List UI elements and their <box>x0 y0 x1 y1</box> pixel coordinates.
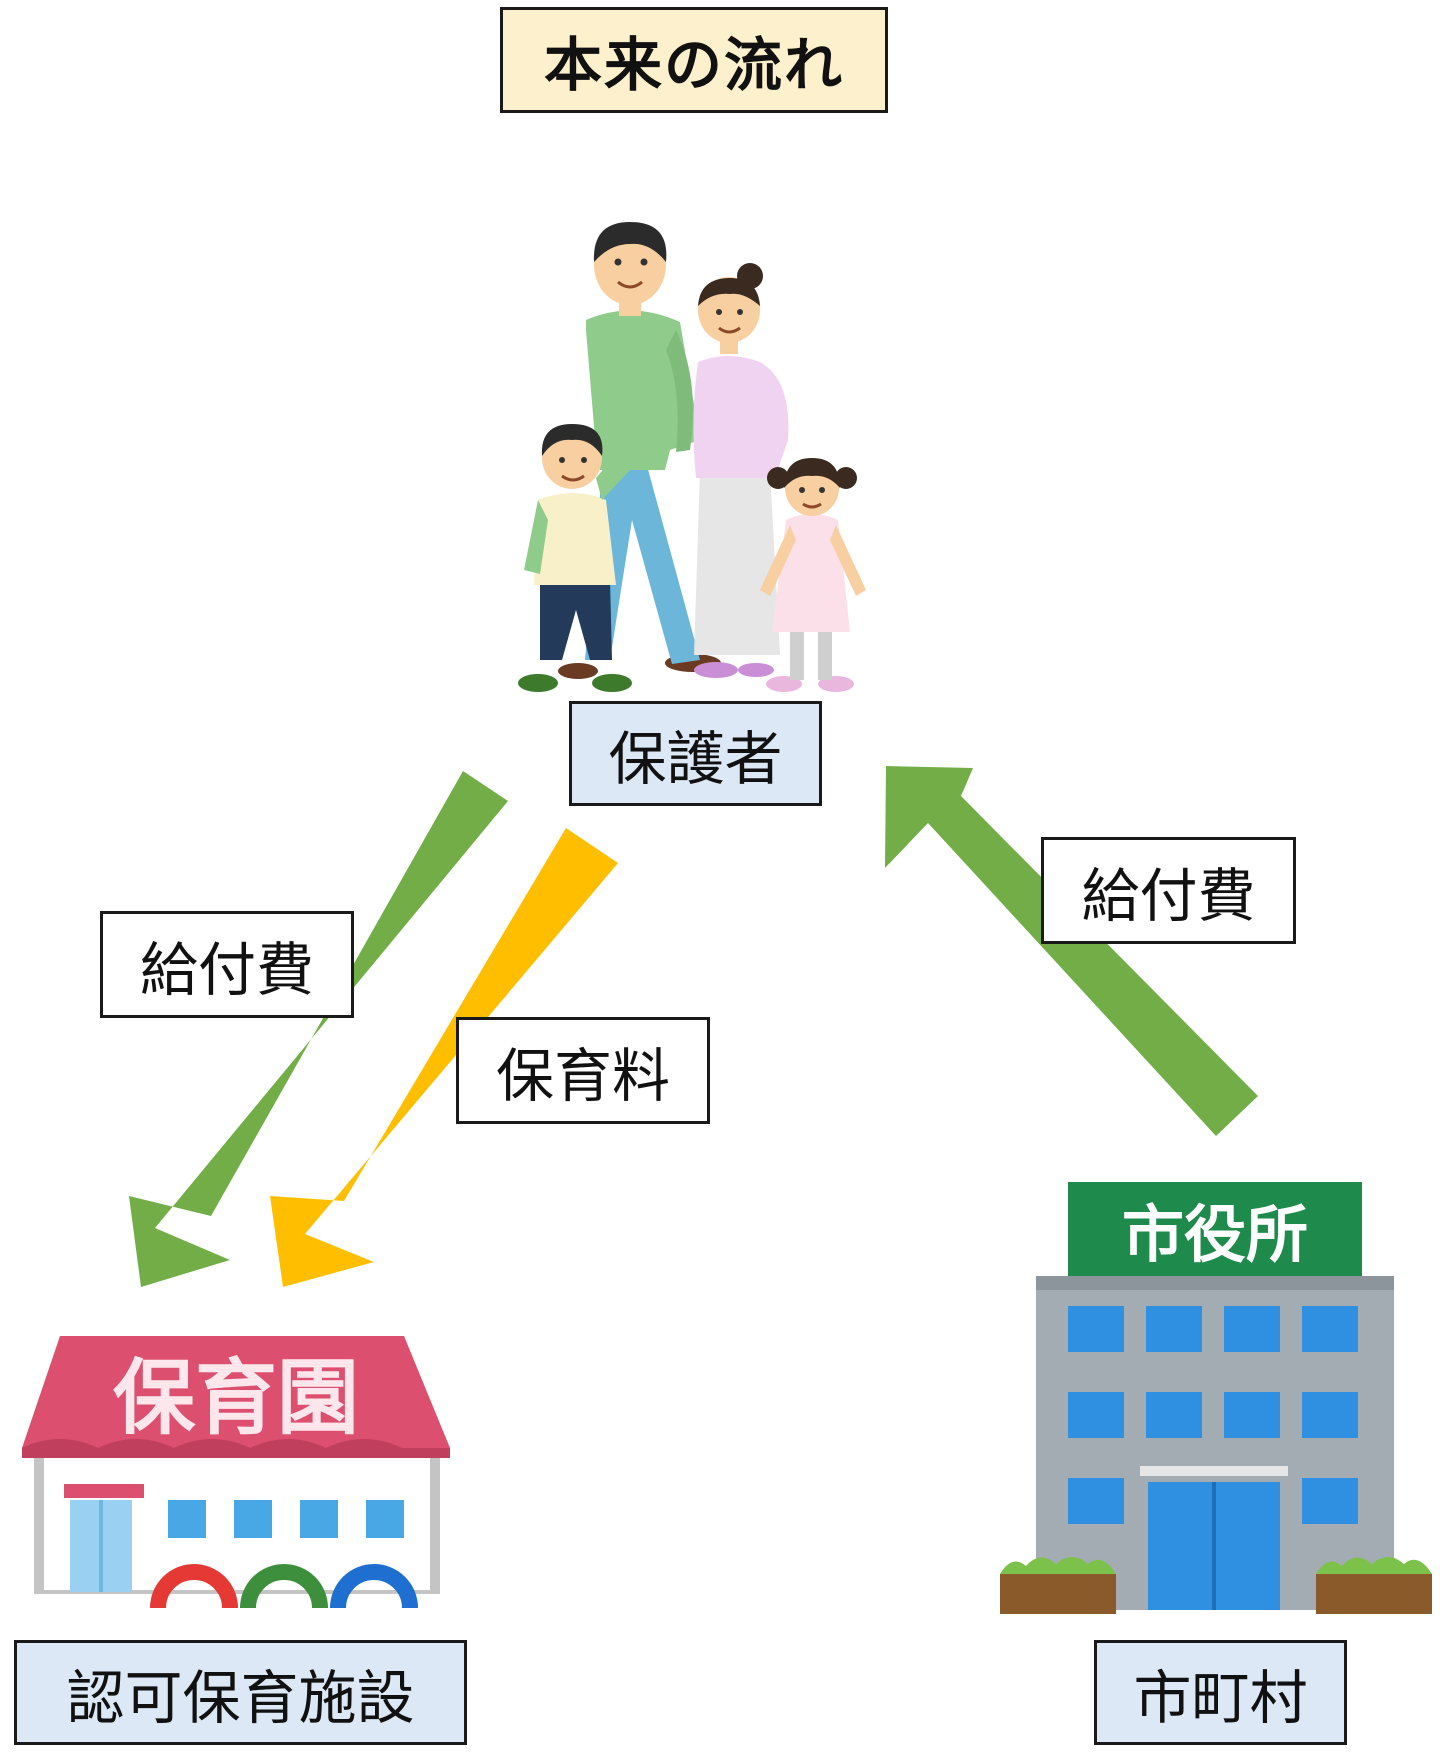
edge-label-benefit-right: 給付費 <box>1041 837 1296 944</box>
benefit-arrow-guardian-to-facility <box>129 771 508 1287</box>
girl-figure <box>760 458 866 692</box>
city-hall-sign-text: 市役所 <box>1122 1198 1308 1271</box>
family-illustration <box>518 222 866 692</box>
boy-figure <box>518 424 632 692</box>
node-guardian-label: 保護者 <box>569 701 822 806</box>
benefit-arrow-municipality-to-guardian <box>885 766 1258 1136</box>
node-facility-label: 認可保育施設 <box>14 1640 467 1745</box>
father-figure <box>558 222 721 679</box>
fee-arrow-guardian-to-facility <box>270 828 618 1287</box>
edge-label-benefit-left: 給付費 <box>100 911 354 1018</box>
mother-figure <box>693 263 789 678</box>
nursery-illustration: 保育園 <box>22 1336 450 1609</box>
nursery-sign-text: 保育園 <box>113 1351 359 1446</box>
city-hall-illustration: 市役所 <box>1000 1182 1432 1614</box>
edge-label-fee: 保育料 <box>456 1017 710 1124</box>
diagram-title: 本来の流れ <box>500 7 888 113</box>
node-municipality-label: 市町村 <box>1094 1640 1347 1745</box>
